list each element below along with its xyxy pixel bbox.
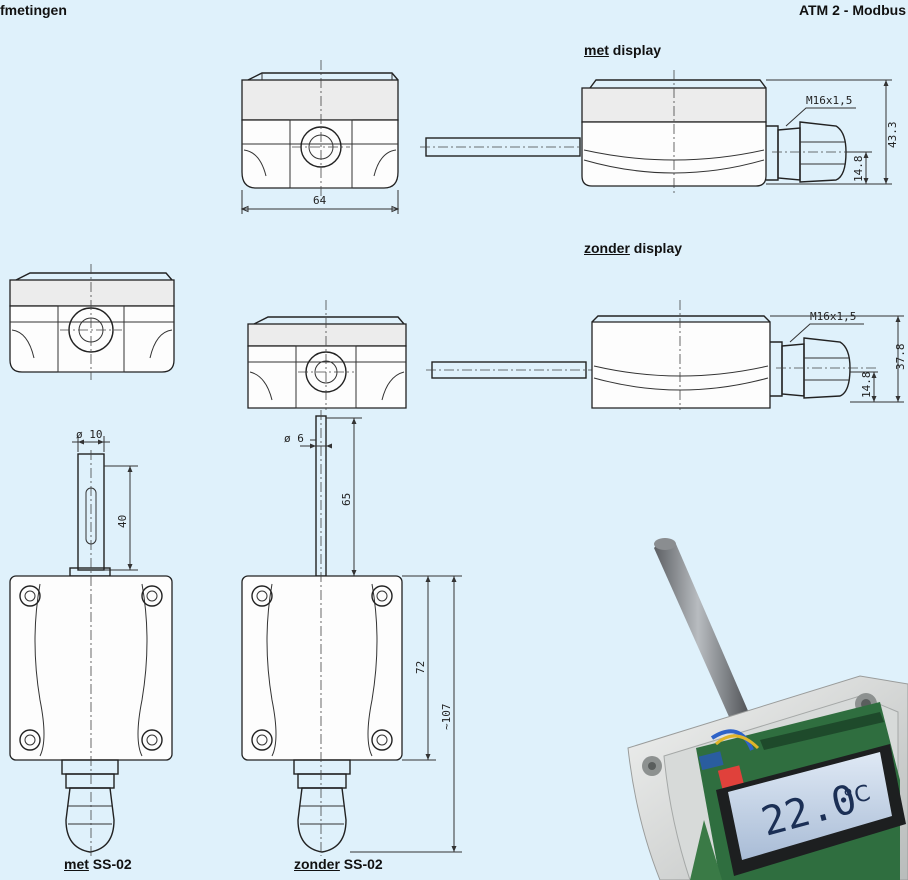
caption-zonder-display-underlined: zonder bbox=[584, 240, 630, 256]
caption-zonder-ss02: zonder SS-02 bbox=[294, 856, 383, 872]
caption-met-ss02-underlined: met bbox=[64, 856, 89, 872]
product-photo: 22.0 °C bbox=[627, 538, 908, 880]
dim-height-72: 72 bbox=[414, 661, 427, 674]
caption-met-ss02-rest: SS-02 bbox=[88, 856, 132, 872]
header-right-title: ATM 2 - Modbus bbox=[798, 2, 906, 18]
caption-met-display: met display bbox=[584, 42, 661, 58]
dim-width-64: 64 bbox=[313, 194, 327, 207]
caption-zonder-ss02-rest: SS-02 bbox=[339, 856, 383, 872]
caption-met-display-rest: display bbox=[608, 42, 662, 58]
side-view-met-display: M16x1,5 43.3 14.8 bbox=[581, 70, 899, 196]
dim-offset-bottom: 14.8 bbox=[860, 372, 873, 399]
dim-thread-top: M16x1,5 bbox=[806, 94, 852, 107]
dim-length-40: 40 bbox=[116, 515, 129, 528]
caption-zonder-display: zonder display bbox=[584, 240, 682, 256]
caption-zonder-ss02-underlined: zonder bbox=[294, 856, 340, 872]
dim-length-65: 65 bbox=[340, 493, 353, 506]
probe-side-bottom bbox=[426, 361, 596, 379]
dim-height-top: 43.3 bbox=[886, 122, 899, 149]
dim-offset-top: 14.8 bbox=[852, 156, 865, 183]
header-left-title: fmetingen bbox=[0, 2, 67, 18]
dim-diameter-6: ø 6 bbox=[284, 432, 304, 445]
dim-height-bottom: 37.8 bbox=[894, 344, 907, 371]
probe-side-top bbox=[420, 137, 590, 157]
caption-met-display-underlined: met bbox=[584, 42, 609, 58]
side-view-zonder-display: M16x1,5 37.8 14.8 bbox=[591, 300, 907, 410]
caption-zonder-display-rest: display bbox=[629, 240, 683, 256]
front-view-top: 64 bbox=[240, 60, 400, 214]
vertical-view-zonder-ss02: ø 6 65 72 ~107 bbox=[241, 410, 462, 856]
dim-diameter-10: ø 10 bbox=[76, 428, 103, 441]
caption-met-ss02: met SS-02 bbox=[64, 856, 132, 872]
dim-height-107: ~107 bbox=[440, 704, 453, 731]
front-view-bottom bbox=[247, 300, 407, 410]
front-view-left bbox=[9, 264, 175, 380]
vertical-view-met-ss02: ø 10 40 bbox=[9, 428, 173, 856]
